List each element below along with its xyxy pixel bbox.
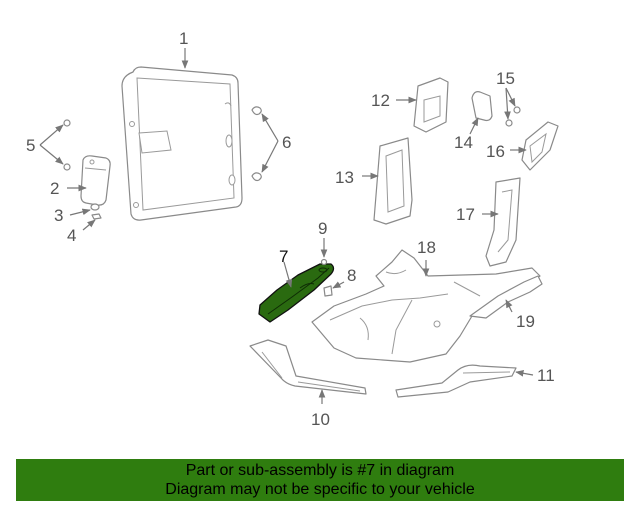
screw-part-4[interactable] [91,213,102,220]
callout-14: 14 [454,117,479,152]
screw-part-9[interactable] [320,258,328,266]
pillar-trim-part-13[interactable] [373,137,413,225]
screw-part-15[interactable] [505,106,521,127]
info-banner: Part or sub-assembly is #7 in diagram Di… [16,459,624,501]
svg-text:3: 3 [54,206,63,225]
callout-1: 1 [179,29,188,69]
callout-11: 11 [515,366,555,385]
callout-12: 12 [371,91,417,110]
svg-text:2: 2 [50,179,59,198]
svg-text:8: 8 [347,266,356,285]
clip-part-8[interactable] [323,285,333,297]
callout-18: 18 [417,238,436,277]
svg-text:5: 5 [26,136,35,155]
svg-text:1: 1 [179,29,188,48]
svg-text:12: 12 [371,91,390,110]
callout-17: 17 [456,205,499,224]
callout-15: 15 [496,69,516,120]
callout-4: 4 [67,219,96,245]
svg-text:18: 18 [417,238,436,257]
callout-3: 3 [54,206,91,225]
pillar-trim-part-17[interactable] [485,177,521,267]
visor-clip-part-3[interactable] [90,203,100,211]
banner-line-2: Diagram may not be specific to your vehi… [165,481,475,498]
a-pillar-trim-part-7[interactable] [258,263,335,323]
clip-part-6[interactable] [251,106,262,182]
svg-text:9: 9 [318,219,327,238]
pillar-trim-part-16[interactable] [521,121,559,171]
callout-7: 7 [279,247,293,288]
svg-text:7: 7 [279,247,288,266]
svg-text:16: 16 [486,142,505,161]
callout-6: 6 [261,113,291,173]
pillar-trim-part-12[interactable] [413,77,449,133]
svg-text:4: 4 [67,226,76,245]
callout-8: 8 [332,266,356,289]
callout-2: 2 [50,179,87,198]
banner-line-1: Part or sub-assembly is #7 in diagram [185,462,455,479]
svg-text:10: 10 [311,410,330,429]
callout-13: 13 [335,168,379,187]
svg-text:14: 14 [454,133,473,152]
trim-piece-part-14[interactable] [471,91,493,122]
screw-part-5[interactable] [63,119,71,171]
callout-9: 9 [318,219,327,258]
svg-text:11: 11 [537,366,555,385]
headliner-part-1[interactable] [121,66,243,221]
rear-trim-part-19[interactable] [469,275,543,319]
parts-diagram: 1 2 3 4 5 6 [26,29,559,429]
callout-16: 16 [486,142,527,161]
svg-text:19: 19 [516,312,535,331]
callout-5: 5 [26,124,64,165]
svg-text:17: 17 [456,205,475,224]
sill-plate-part-11[interactable] [395,364,517,398]
svg-text:13: 13 [335,168,354,187]
sun-visor-part-2[interactable] [80,155,111,206]
callout-10: 10 [311,389,330,429]
sill-plate-part-10[interactable] [249,339,367,395]
svg-text:6: 6 [282,133,291,152]
svg-text:15: 15 [496,69,515,88]
floor-carpet-part-18[interactable] [311,249,541,363]
callout-19: 19 [505,299,535,331]
